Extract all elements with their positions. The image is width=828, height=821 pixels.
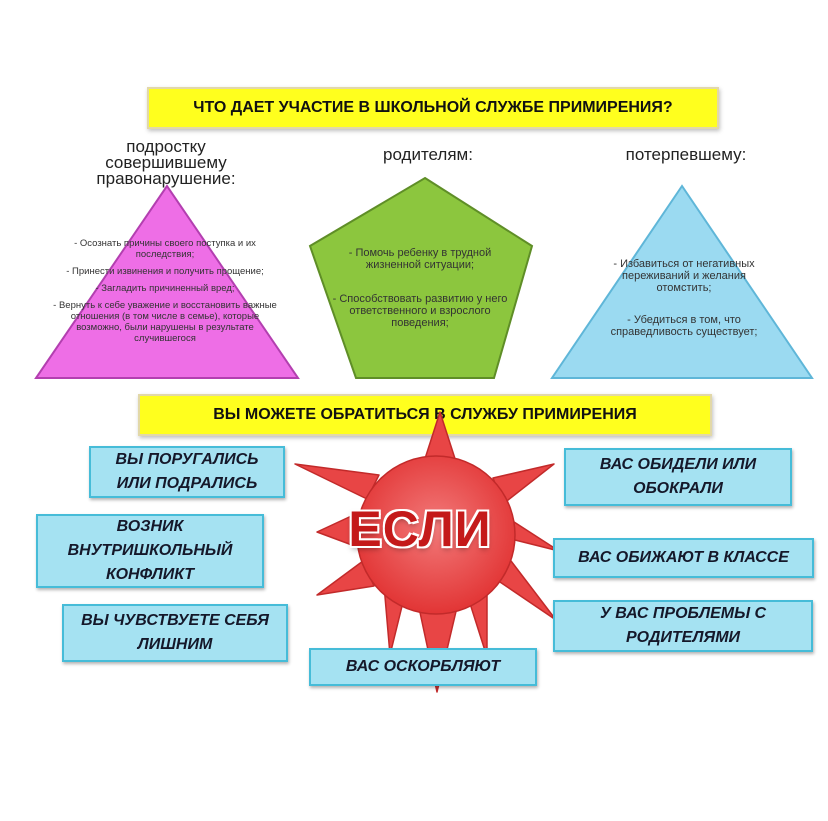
case-quarrel: ВЫ ПОРУГАЛИСЬ ИЛИ ПОДРАЛИСЬ — [89, 446, 285, 498]
sun-rays — [294, 411, 560, 693]
parents-heading: родителям: — [383, 145, 473, 164]
victim-triangle — [550, 184, 814, 379]
case-insult: ВАС ОСКОРБЛЯЮТ — [309, 648, 537, 686]
teen-heading: подростку совершившему правонарушение: — [96, 137, 236, 188]
teen-benefit-item: - Принести извинения и получить прощение… — [66, 266, 264, 277]
case-parents: У ВАС ПРОБЛЕМЫ С РОДИТЕЛЯМИ — [553, 600, 813, 652]
contact-banner-text: ВЫ МОЖЕТЕ ОБРАТИТЬСЯ В СЛУЖБУ ПРИМИРЕНИЯ — [213, 406, 637, 423]
parents-benefits: - Помочь ребенку в трудной жизненной сит… — [330, 247, 510, 351]
contact-banner: ВЫ МОЖЕТЕ ОБРАТИТЬСЯ В СЛУЖБУ ПРИМИРЕНИЯ — [138, 394, 712, 436]
sun-core — [356, 455, 516, 615]
victim-benefit-item: - Убедиться в том, что справедливость су… — [610, 314, 758, 338]
sun-word: ЕСЛИ — [348, 501, 492, 557]
case-conflict: ВОЗНИК ВНУТРИШКОЛЬНЫЙ КОНФЛИКТ — [36, 514, 264, 588]
teen-triangle — [34, 184, 300, 379]
sun-ray — [510, 519, 560, 552]
title-banner: ЧТО ДАЕТ УЧАСТИЕ В ШКОЛЬНОЙ СЛУЖБЕ ПРИМИ… — [147, 87, 719, 129]
teen-benefit-item: - Загладить причиненный вред; — [95, 283, 235, 294]
teen-benefits: - Осознать причины своего поступка и их … — [52, 238, 278, 350]
title-banner-text: ЧТО ДАЕТ УЧАСТИЕ В ШКОЛЬНОЙ СЛУЖБЕ ПРИМИ… — [193, 99, 673, 116]
parents-benefit-item: - Способствовать развитию у него ответст… — [332, 293, 508, 329]
victim-benefit-item: - Избавиться от негативных переживаний и… — [613, 258, 755, 294]
case-unwanted: ВЫ ЧУВСТВУЕТЕ СЕБЯ ЛИШНИМ — [62, 604, 288, 662]
case-robbed: ВАС ОБИДЕЛИ ИЛИ ОБОКРАЛИ — [564, 448, 792, 506]
case-class: ВАС ОБИЖАЮТ В КЛАССЕ — [553, 538, 814, 578]
victim-benefits: - Избавиться от негативных переживаний и… — [604, 258, 764, 358]
sun-ray — [294, 463, 380, 500]
parents-pentagon — [308, 176, 534, 379]
teen-benefit-item: - Вернуть к себе уважение и восстановить… — [53, 300, 277, 344]
teen-benefit-item: - Осознать причины своего поступка и их … — [74, 238, 256, 260]
victim-heading: потерпевшему: — [625, 145, 747, 164]
parents-benefit-item: - Помочь ребенку в трудной жизненной сит… — [348, 247, 492, 271]
